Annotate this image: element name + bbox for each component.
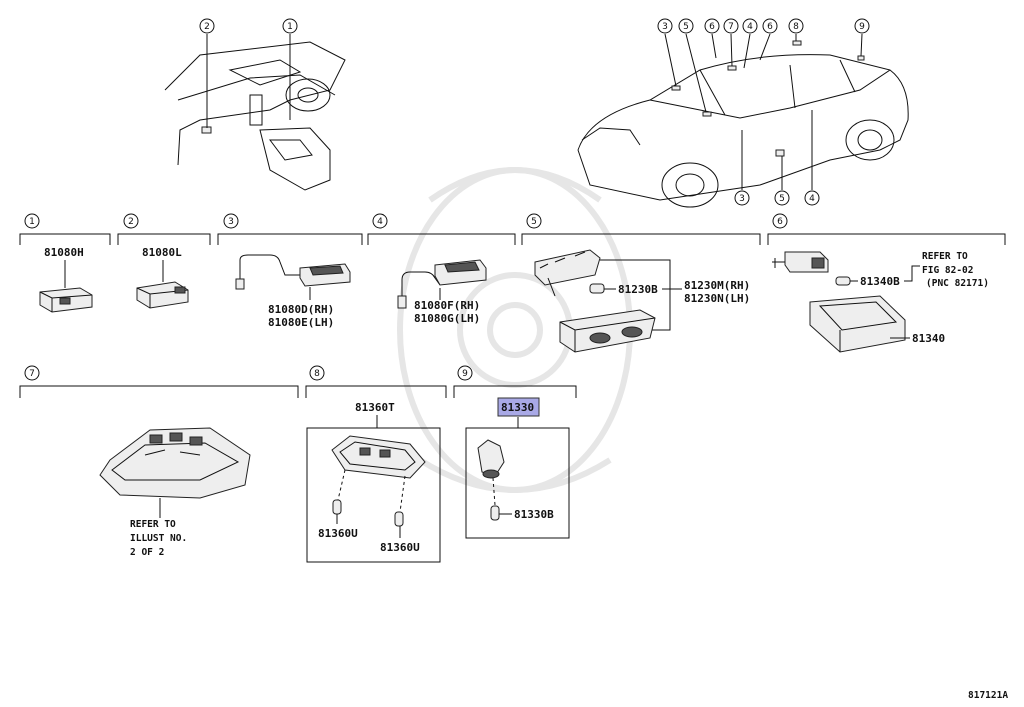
refer-fig-note-line2: FIG 82-02 (922, 265, 973, 276)
section-brackets-row2 (19, 385, 577, 398)
svg-text:5: 5 (779, 194, 785, 204)
svg-text:2: 2 (128, 217, 134, 227)
part-81080F[interactable]: 81080F(RH) (414, 299, 480, 312)
svg-text:4: 4 (809, 194, 815, 204)
refer-fig-note-line1: REFER TO (922, 251, 968, 262)
callout-6-car-top-b: 6 (762, 18, 778, 34)
part-81340-socket-drawing (772, 251, 829, 273)
svg-text:6: 6 (709, 22, 715, 32)
part-81230B[interactable]: 81230B (618, 283, 658, 296)
svg-text:2: 2 (204, 22, 210, 32)
callout-8-section: 8 (309, 365, 325, 381)
callout-5-section: 5 (526, 213, 542, 229)
callout-9-car-top: 9 (854, 18, 870, 34)
part-81230-lens-drawing (534, 249, 601, 297)
part-81360U-left[interactable]: 81360U (318, 527, 358, 540)
part-81080L[interactable]: 81080L (142, 246, 182, 259)
svg-text:8: 8 (793, 22, 799, 32)
callout-4-section: 4 (372, 213, 388, 229)
svg-text:3: 3 (662, 22, 668, 32)
svg-text:9: 9 (462, 369, 468, 379)
part-81230M-housing-drawing (559, 309, 656, 353)
callout-6-car-top-a: 6 (704, 18, 720, 34)
part-81330-box (465, 427, 570, 539)
callout-5-car-bottom: 5 (774, 190, 790, 206)
callout-7-car-top: 7 (723, 18, 739, 34)
diagram-id: 817121A (968, 690, 1008, 701)
svg-text:6: 6 (777, 217, 783, 227)
svg-text:6: 6 (767, 22, 773, 32)
part-81330[interactable]: 81330 (501, 401, 534, 414)
part-81230N[interactable]: 81230N(LH) (684, 292, 750, 305)
callout-1-section: 1 (24, 213, 40, 229)
part-81080D[interactable]: 81080D(RH) (268, 303, 334, 316)
part-81360U-right[interactable]: 81360U (380, 541, 420, 554)
part-81080L-drawing (136, 281, 189, 309)
refer-illust-note-line1: REFER TO (130, 519, 176, 530)
svg-text:7: 7 (29, 369, 35, 379)
part-81330-highlight (497, 397, 540, 417)
callout-5-car-top: 5 (678, 18, 694, 34)
callout-6-section: 6 (772, 213, 788, 229)
svg-text:3: 3 (739, 194, 745, 204)
part-81360T-box (306, 427, 441, 563)
svg-text:9: 9 (859, 22, 865, 32)
part-81080H-drawing (39, 287, 93, 313)
callout-2-section: 2 (123, 213, 139, 229)
refer-fig-note-line3: (PNC 82171) (926, 278, 989, 289)
svg-text:5: 5 (531, 217, 537, 227)
callout-9-section: 9 (457, 365, 473, 381)
svg-text:4: 4 (377, 217, 383, 227)
part-81340[interactable]: 81340 (912, 332, 945, 345)
callout-8-car-top: 8 (788, 18, 804, 34)
callout-3-section: 3 (223, 213, 239, 229)
part-81080G[interactable]: 81080G(LH) (414, 312, 480, 325)
svg-text:1: 1 (29, 217, 35, 227)
overhead-console-drawing (99, 427, 251, 499)
svg-text:5: 5 (683, 22, 689, 32)
part-81080F-drawing (397, 259, 487, 309)
svg-text:3: 3 (228, 217, 234, 227)
part-81230B-bulb-drawing (589, 283, 605, 294)
svg-text:7: 7 (728, 22, 734, 32)
part-81340-lamp-drawing (809, 295, 906, 353)
callout-3-car-top: 3 (657, 18, 673, 34)
part-81080D-drawing (235, 254, 351, 290)
part-81230M[interactable]: 81230M(RH) (684, 279, 750, 292)
part-81330B[interactable]: 81330B (514, 508, 554, 521)
svg-text:4: 4 (747, 22, 753, 32)
car-leader-lines (664, 33, 863, 190)
part-81080H[interactable]: 81080H (44, 246, 84, 259)
refer-illust-note-line3: 2 OF 2 (130, 547, 164, 558)
part-81330-drawing (477, 439, 505, 521)
part-81360T[interactable]: 81360T (355, 401, 395, 414)
callout-4-car-top: 4 (742, 18, 758, 34)
callout-2-dash: 2 (199, 18, 215, 34)
refer-illust-note-line2: ILLUST NO. (130, 533, 187, 544)
part-81080E[interactable]: 81080E(LH) (268, 316, 334, 329)
svg-text:8: 8 (314, 369, 320, 379)
callout-3-car-bottom: 3 (734, 190, 750, 206)
section-brackets-row1 (19, 233, 1006, 245)
part-81360T-drawing (331, 435, 426, 527)
callout-4-car-bottom: 4 (804, 190, 820, 206)
car-illustration (577, 40, 909, 208)
part-81340B-bulb-drawing (835, 276, 851, 286)
dashboard-illustration (164, 34, 346, 191)
callout-7-section: 7 (24, 365, 40, 381)
svg-text:1: 1 (287, 22, 293, 32)
callout-1-dash: 1 (282, 18, 298, 34)
part-81340B[interactable]: 81340B (860, 275, 900, 288)
